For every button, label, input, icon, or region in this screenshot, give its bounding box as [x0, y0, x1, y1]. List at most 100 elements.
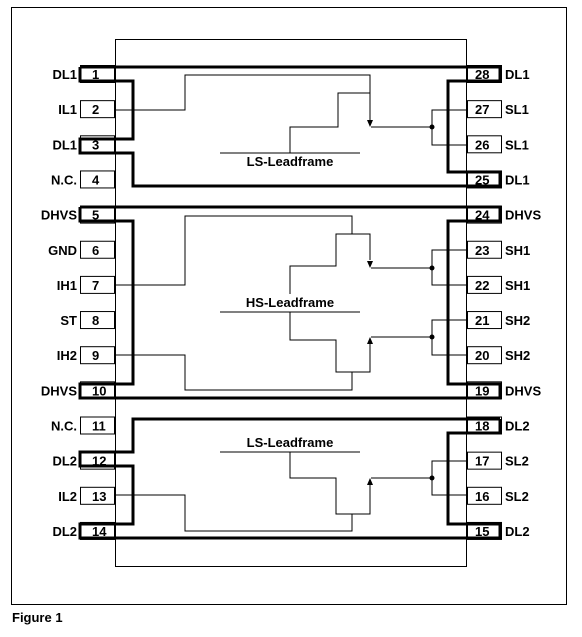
- pin-number: 4: [92, 172, 100, 187]
- arrow-hs1: [367, 261, 373, 268]
- arrowheads: [367, 120, 373, 485]
- junction-dot: [429, 475, 435, 481]
- bottom-leadframe-outline: [78, 417, 502, 540]
- pin-name: DL2: [52, 524, 77, 539]
- pin-box: [80, 311, 115, 330]
- sl1-upper-wire: [431, 109, 467, 127]
- pin-name: SL1: [505, 102, 529, 117]
- pin-name: DL1: [505, 67, 530, 82]
- pin-name: DL1: [52, 67, 77, 82]
- junction-dot: [429, 334, 435, 340]
- hs2-gate-stub: [289, 312, 352, 373]
- pin-number: 9: [92, 348, 99, 363]
- pin-box: [80, 346, 115, 365]
- pin-name: DL1: [505, 172, 530, 187]
- pin-number: 6: [92, 243, 99, 258]
- pin-number: 1: [92, 67, 99, 82]
- pin-name: DL2: [505, 524, 530, 539]
- middle-leadframe-outline: [78, 205, 502, 400]
- pin-number: 17: [475, 454, 489, 469]
- pin-box: [467, 275, 502, 294]
- top-leadframe-label: LS-Leadframe: [247, 154, 334, 169]
- pin-number: 3: [92, 137, 99, 152]
- pin-number: 27: [475, 102, 489, 117]
- pin-number: 16: [475, 489, 489, 504]
- pin-name: SL1: [505, 137, 529, 152]
- arrow-ls1: [367, 120, 373, 127]
- pin-name: DHVS: [41, 208, 77, 223]
- sl1-lower-wire: [431, 127, 467, 146]
- pin-number: 23: [475, 243, 489, 258]
- pin-name: SH2: [505, 313, 530, 328]
- pin-number: 8: [92, 313, 99, 328]
- pin-box: [80, 416, 115, 435]
- pin-name: DL2: [505, 419, 530, 434]
- pin-number: 26: [475, 137, 489, 152]
- pin-box: [467, 135, 502, 154]
- pin-box: [467, 311, 502, 330]
- pin-number: 12: [92, 454, 106, 469]
- pin-box: [467, 451, 502, 470]
- pin-name: IH2: [57, 348, 77, 363]
- sh2-lower-wire: [431, 337, 467, 356]
- pin-name: IL2: [58, 489, 77, 504]
- pin-box: [80, 240, 115, 259]
- pin-box: [80, 486, 115, 505]
- pin-number: 13: [92, 489, 106, 504]
- figure-caption: Figure 1: [12, 610, 63, 625]
- pin-box: [467, 346, 502, 365]
- sl2-upper-wire: [431, 460, 467, 478]
- pin-boxes: [80, 65, 502, 540]
- pin-number: 15: [475, 524, 489, 539]
- pin-number: 25: [475, 172, 489, 187]
- ls1-gate-stub: [289, 92, 370, 153]
- hs1-gate-stub: [289, 233, 352, 294]
- ih2-wire: [115, 342, 371, 391]
- pin-box: [467, 240, 502, 259]
- sh1-upper-wire: [431, 249, 467, 268]
- pin-number: 14: [92, 524, 107, 539]
- ih1-wire: [115, 215, 371, 286]
- pin-number: 7: [92, 278, 99, 293]
- bond-wires: [115, 74, 467, 532]
- pin-name: N.C.: [51, 419, 77, 434]
- sh2-upper-wire: [431, 319, 467, 337]
- top-leadframe-outline: [78, 65, 502, 188]
- il2-wire: [115, 483, 371, 532]
- pin-name: SL2: [505, 489, 529, 504]
- pin-number: 21: [475, 313, 489, 328]
- pin-number: 2: [92, 102, 99, 117]
- pin-number: 18: [475, 419, 489, 434]
- pin-name: DL2: [52, 454, 77, 469]
- arrow-ls2: [367, 478, 373, 485]
- pin-box: [80, 275, 115, 294]
- pin-labels: 1DL12IL13DL14N.C.5DHVS6GND7IH18ST9IH210D…: [41, 67, 542, 539]
- leadframe-outlines: [78, 65, 502, 540]
- pin-number: 19: [475, 383, 489, 398]
- pin-number: 10: [92, 383, 106, 398]
- pin-number: 5: [92, 208, 99, 223]
- sl2-lower-wire: [431, 478, 467, 496]
- pin-box: [467, 100, 502, 119]
- pin-name: DL1: [52, 137, 77, 152]
- pin-number: 24: [475, 208, 490, 223]
- pin-name: GND: [48, 243, 77, 258]
- pin-box: [80, 170, 115, 189]
- pin-name: IL1: [58, 102, 77, 117]
- pin-name: SH1: [505, 243, 530, 258]
- middle-leadframe-label: HS-Leadframe: [246, 295, 334, 310]
- pin-number: 28: [475, 67, 489, 82]
- pin-box: [80, 100, 115, 119]
- pin-name: DHVS: [505, 208, 541, 223]
- pin-name: DHVS: [41, 383, 77, 398]
- pin-box: [467, 486, 502, 505]
- pin-name: N.C.: [51, 172, 77, 187]
- pin-name: SH1: [505, 278, 530, 293]
- bottom-leadframe-label: LS-Leadframe: [247, 435, 334, 450]
- junction-dot: [429, 265, 435, 271]
- ls2-gate-stub: [289, 452, 352, 515]
- pin-number: 20: [475, 348, 489, 363]
- pin-number: 22: [475, 278, 489, 293]
- junction-dots: [429, 124, 435, 481]
